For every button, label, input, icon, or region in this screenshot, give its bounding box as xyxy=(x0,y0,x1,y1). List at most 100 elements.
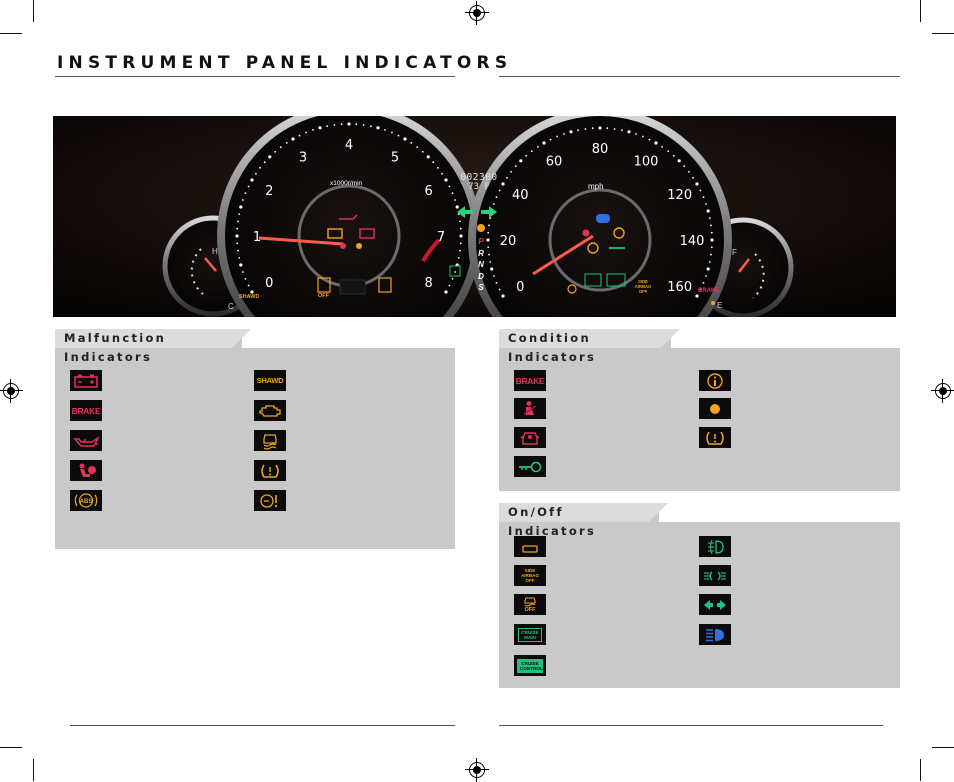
gauge-tick xyxy=(279,146,282,148)
gauge-tick xyxy=(451,192,454,194)
header-rule-left xyxy=(55,76,455,77)
shawd-icon: SHAWD xyxy=(254,370,286,391)
gear-letter: D xyxy=(478,271,484,281)
vsa-off-label: OFF xyxy=(524,606,536,613)
speed-number: 0 xyxy=(516,280,524,295)
gauge-tick xyxy=(506,176,508,179)
gauge-tick xyxy=(495,282,498,284)
gauge-tick xyxy=(710,246,713,249)
crop-mark xyxy=(920,759,921,781)
tab-background xyxy=(242,329,455,348)
outside-temperature: 73 F xyxy=(468,182,490,192)
gauge-tick xyxy=(598,126,602,130)
gauge-tick xyxy=(606,127,609,130)
gauge-tick xyxy=(457,257,460,259)
shawd-label: SHAWD xyxy=(256,376,284,385)
gauge-tick xyxy=(451,278,454,280)
gauge-tick xyxy=(525,154,528,157)
crop-mark xyxy=(0,33,22,34)
fuel-full-label: F xyxy=(732,248,737,257)
cluster-side-airbag-off-label: SIDE AIRBAG OFF xyxy=(634,279,652,294)
gauge-tick xyxy=(448,284,451,287)
tab-background xyxy=(659,503,900,522)
gauge-tick xyxy=(710,238,714,242)
gauge-tick xyxy=(710,253,712,256)
gauge-tick xyxy=(250,290,254,294)
gauge-tick xyxy=(454,199,456,201)
registration-mark xyxy=(465,758,489,782)
gauge-tick xyxy=(488,253,490,256)
fog-light-icon xyxy=(699,536,731,557)
speed-number: 60 xyxy=(546,154,563,169)
gauge-tick xyxy=(635,133,637,135)
low-fuel-icon xyxy=(699,398,731,419)
gauge-tick xyxy=(459,242,462,245)
gauge-tick xyxy=(255,172,257,175)
gauge-tick xyxy=(441,172,443,175)
gauge-tick xyxy=(397,134,400,137)
gauge-tick xyxy=(459,227,462,230)
gauge-tick xyxy=(318,126,322,130)
tach-number: 7 xyxy=(437,230,445,245)
side-airbag-off-label: SIDE AIRBAG OFF xyxy=(520,568,540,583)
odometer-readout: 002300 xyxy=(460,172,498,183)
gauge-tick xyxy=(648,138,651,141)
gauge-tick xyxy=(498,288,501,291)
gauge-tick xyxy=(530,150,533,152)
speed-number: 160 xyxy=(667,280,692,295)
gauge-tick xyxy=(699,189,702,192)
gauge-tick xyxy=(702,282,705,284)
tire-pressure-icon xyxy=(699,427,731,448)
gauge-tick xyxy=(493,275,495,277)
gauge-tick xyxy=(242,199,244,201)
gauge-tick xyxy=(459,220,461,223)
vsa-icon xyxy=(254,430,286,451)
gauge-tick xyxy=(702,196,705,198)
gauge-tick xyxy=(621,129,623,132)
gear-letter: R xyxy=(478,248,484,258)
gauge-tick xyxy=(259,166,261,169)
temp-cold-label: C xyxy=(228,302,234,311)
brake-label: BRAKE xyxy=(515,375,545,386)
speed-number: 120 xyxy=(667,188,692,203)
gauge-tick xyxy=(263,161,266,164)
gauge-tick xyxy=(627,130,631,134)
brake-text-icon: BRAKE xyxy=(70,400,102,421)
gauge-tick xyxy=(250,178,254,182)
cruise-control-label: CRUISE CONTROL xyxy=(517,658,543,673)
gauge-tick xyxy=(239,205,243,209)
brake-label: BRAKE xyxy=(71,405,101,416)
tach-number: 1 xyxy=(253,230,261,245)
gauge-tick xyxy=(376,126,380,130)
gauge-tick xyxy=(347,122,351,126)
speed-number: 40 xyxy=(512,188,529,203)
crop-mark xyxy=(932,747,954,748)
gauge-tick xyxy=(238,213,241,215)
gauge-tick xyxy=(410,142,413,144)
gauge-tick xyxy=(542,141,546,145)
gauge-tick xyxy=(247,185,250,188)
gauge-tick xyxy=(384,129,386,131)
speed-unit-label: mph xyxy=(588,182,604,191)
gauge-tick xyxy=(291,137,295,141)
gauge-tick xyxy=(549,138,552,141)
tach-number: 6 xyxy=(425,184,433,199)
gauge-tick xyxy=(444,178,448,182)
gauge-tick xyxy=(268,155,272,159)
gauge-tick xyxy=(706,267,710,271)
gauge-tick xyxy=(708,217,711,219)
gauge-tick xyxy=(459,234,463,238)
seatbelt-icon xyxy=(514,398,546,419)
cruise-control-icon: CRUISE CONTROL xyxy=(514,655,546,676)
gauge-tick xyxy=(487,231,490,234)
fuel-empty-label: E xyxy=(717,301,723,310)
gear-letter: S xyxy=(478,283,484,292)
gauge-tick xyxy=(705,275,707,277)
gauge-tick xyxy=(688,170,690,173)
gauge-tick xyxy=(237,220,239,223)
vsa-off-icon: OFF xyxy=(514,594,546,615)
crop-mark xyxy=(920,0,921,22)
gauge-tick xyxy=(239,263,243,267)
gauge-tick xyxy=(695,294,699,298)
gauge-tick xyxy=(421,150,424,153)
